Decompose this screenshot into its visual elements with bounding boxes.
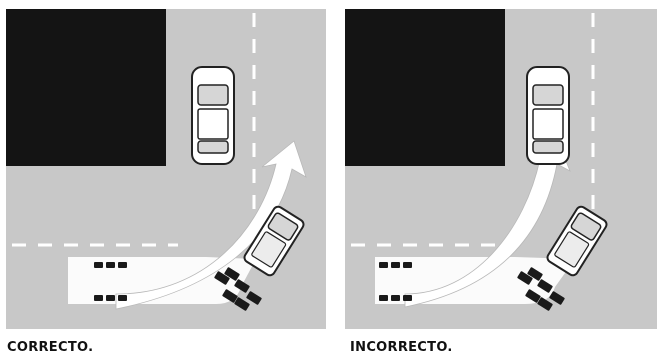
corner-building <box>6 9 166 166</box>
parked-car <box>192 67 234 164</box>
caption-incorrect: INCORRECTO. <box>350 340 453 356</box>
parked-car <box>527 67 569 164</box>
diagram-correct-turn <box>6 9 326 329</box>
caption-correct: CORRECTO. <box>7 340 93 356</box>
intersection-correct-svg <box>6 9 326 329</box>
corner-building <box>345 9 505 166</box>
intersection-incorrect-svg <box>345 9 657 329</box>
diagram-incorrect-turn <box>345 9 657 329</box>
